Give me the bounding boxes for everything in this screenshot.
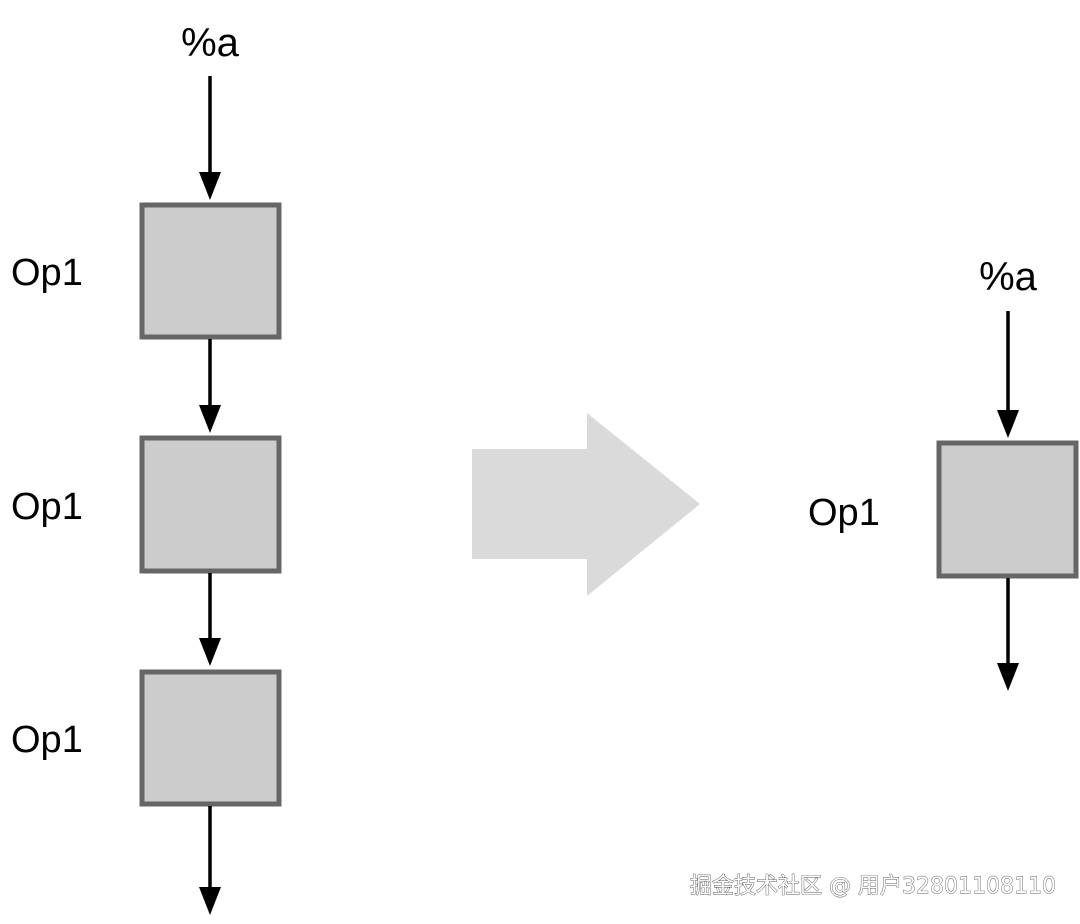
before-op-label-1: Op1 [11,252,83,294]
before-op-label-3: Op1 [11,719,83,761]
after-op-label: Op1 [808,492,880,534]
before-output-arrowhead [199,887,221,915]
before-arrowhead-1-2 [199,405,221,433]
transform-arrow-icon [472,413,700,596]
after-op-box [936,440,1079,579]
before-arrowhead-2-3 [199,638,221,666]
after-graph: %a Op1 [808,255,1079,691]
before-input-arrowhead [199,172,221,200]
before-input-label: %a [181,21,240,65]
before-op-box-3 [139,669,282,807]
before-op-label-2: Op1 [11,486,83,528]
after-input-label: %a [979,255,1038,299]
after-output-arrowhead [997,663,1019,691]
before-graph: %a Op1 Op1 Op1 [11,21,282,915]
watermark: 掘金技术社区 @ 用户3280110811​0 [690,874,1056,899]
after-input-arrowhead [997,410,1019,438]
before-op-box-2 [139,435,282,574]
before-op-box-1 [139,202,282,340]
